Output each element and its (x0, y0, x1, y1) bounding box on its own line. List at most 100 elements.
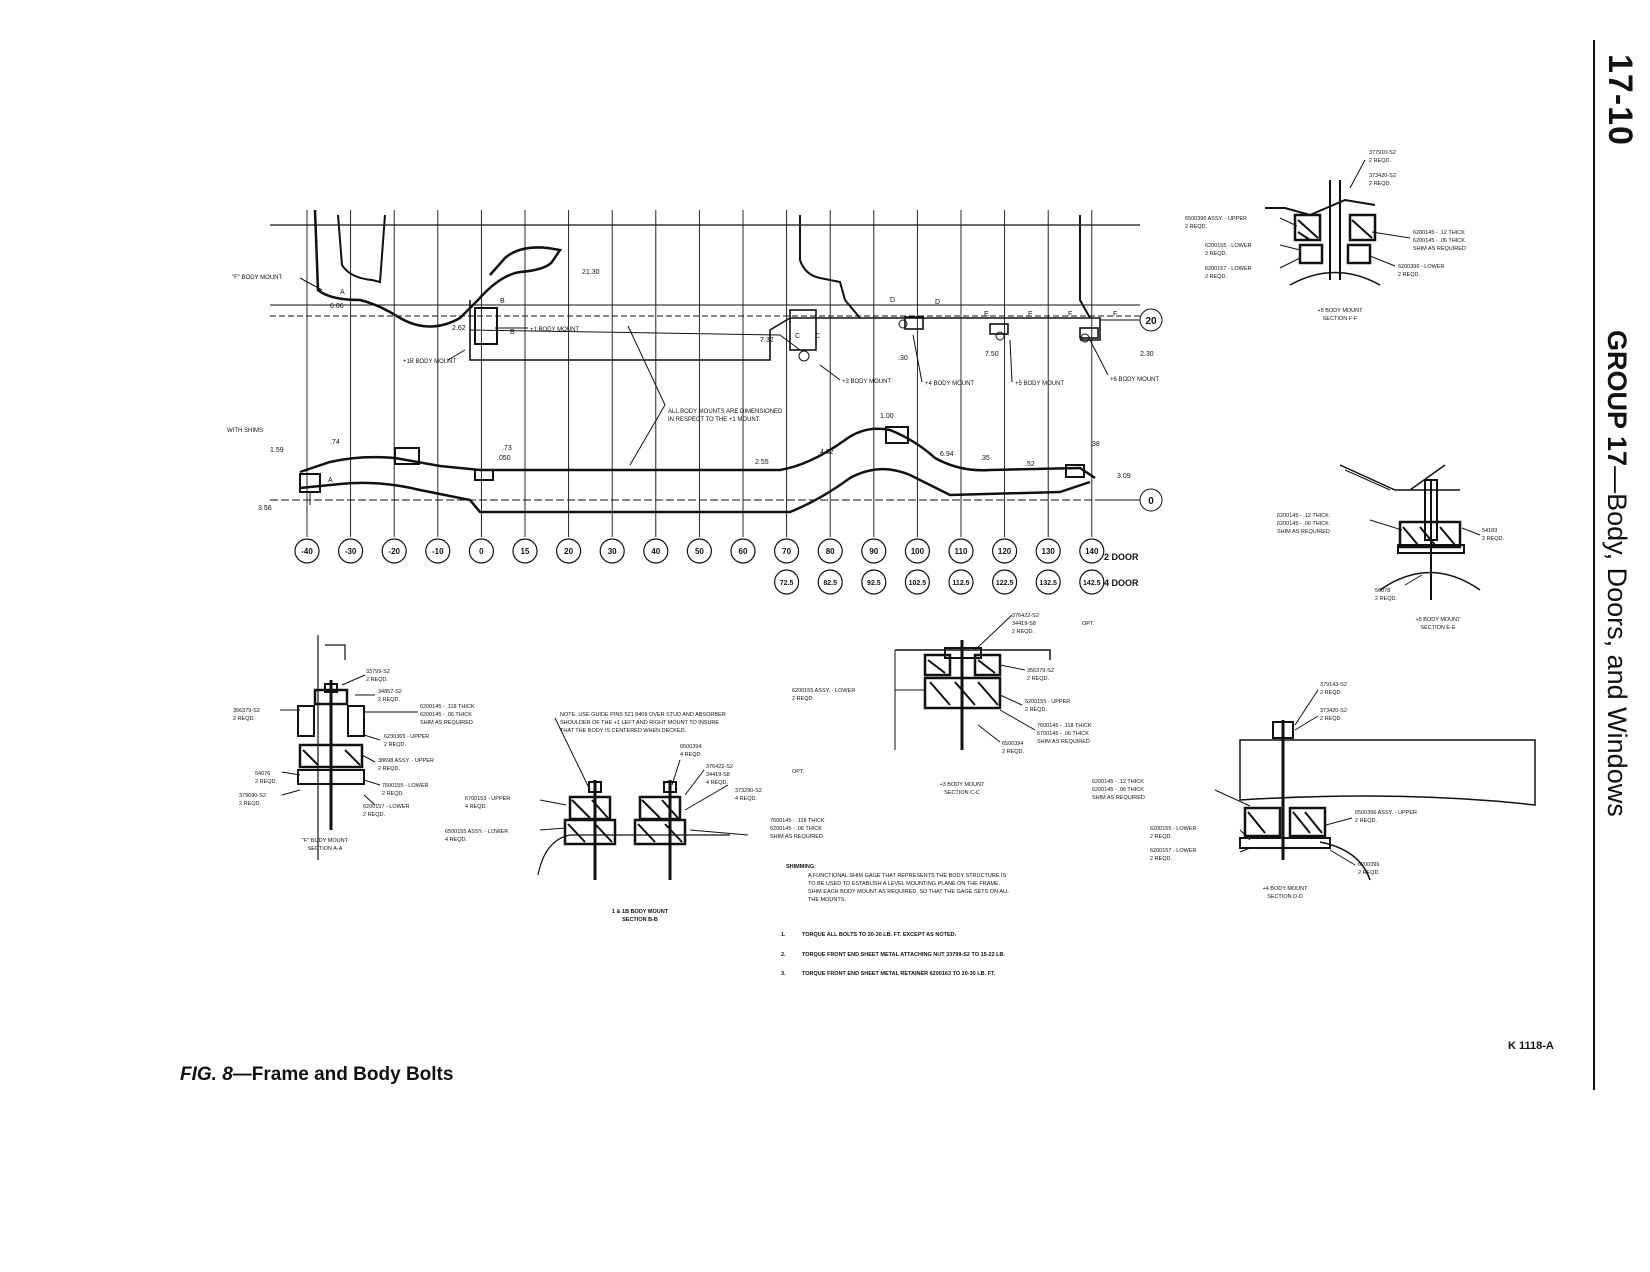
group-title: GROUP 17—Body, Doors, and Windows (1601, 330, 1632, 817)
section-ff-drawing (1265, 159, 1411, 286)
dd-label-8: 2 REQD. (1355, 818, 1377, 824)
ee-label-4: 2 REQD. (1482, 536, 1504, 542)
station-label: 50 (695, 547, 704, 556)
station-circle (730, 538, 756, 564)
group-title-bold: GROUP 17 (1602, 330, 1632, 467)
station-circle (425, 538, 451, 564)
dd-label-3: 2 REQD. (1320, 716, 1342, 722)
cc-label-6: 6200155 ASSY. - LOWER (792, 688, 855, 694)
aa-label-18: 2 REQD. (382, 791, 404, 797)
callout-mount-3: +3 BODY MOUNT (842, 379, 891, 385)
cc-label-10: 7600145 - .118 THICK (1037, 723, 1092, 729)
torque-text-3: TORQUE FRONT END SHEET METAL RETAINER 62… (802, 971, 996, 977)
station-circle (599, 538, 625, 564)
dim-1-59: 1.59 (270, 447, 284, 454)
bb-label-9: 4 REQD. (465, 804, 487, 810)
dd-label-0: 379143-S2 (1320, 682, 1347, 688)
dim-2-55: 2.55 (755, 459, 769, 466)
ff-label-14: 2 REQD. (1398, 272, 1420, 278)
aa-label-1: 2 REQD. (366, 677, 388, 683)
ff-label-5: 2 REQD. (1185, 224, 1207, 230)
station-circle (512, 538, 538, 564)
station-label: -30 (345, 547, 357, 556)
ee-subtitle: SECTION E-E (1420, 625, 1455, 631)
shimming-line-1: A FUNCTIONAL SHIM GAGE THAT REPRESENTS T… (808, 873, 1007, 879)
section-letter-c2: C (815, 333, 820, 340)
frame-side-view (270, 426, 1163, 514)
section-letters: A A B B C C D D E E F F (328, 289, 1117, 484)
station-label-4door: 72.5 (780, 580, 794, 587)
cc-label-5: 2 REQD. (1027, 676, 1049, 682)
dim-2-62: 2.62 (452, 325, 466, 332)
aa-label-6: 6200145 - .118 THICK (420, 704, 475, 710)
ee-label-5: 56078 (1375, 588, 1390, 594)
station-label: 70 (782, 547, 791, 556)
shimming-line-2: TO BE USED TO ESTABLISH A LEVEL MOUNTING… (808, 881, 1001, 887)
station-label: 130 (1042, 547, 1056, 556)
callout-dim-note-2: IN RESPECT TO THE +1 MOUNT. (668, 417, 761, 423)
cc-label-9: 2 REQD. (1025, 707, 1047, 713)
label-2door: 2 DOOR (1104, 552, 1139, 562)
cc-label-1: 34419-S8 (1012, 621, 1036, 627)
section-ee-drawing (1339, 464, 1481, 600)
margin-rule (1593, 40, 1595, 1090)
shimming-line-3: SHIM EACH BODY MOUNT AS REQUIRED, SO THA… (808, 889, 1009, 895)
ff-label-9: 2 REQD. (1205, 274, 1227, 280)
station-circle-4door (904, 569, 931, 595)
ff-title: +5 BODY MOUNT (1318, 308, 1364, 314)
frame-top-view (270, 209, 1163, 466)
dd-label-5: 6200145 - .06 THICK (1092, 787, 1144, 793)
aa-label-11: 38698 ASSY. - UPPER (378, 758, 434, 764)
section-aa-labels: 33799-S2 2 REQD. 34857-S2 2 REQD. 356379… (233, 669, 475, 852)
bb-label-1: 4 REQD. (680, 752, 702, 758)
torque-text-1: TORQUE ALL BOLTS TO 20-30 LB. FT. EXCEPT… (802, 932, 957, 938)
ff-label-12: SHIM AS REQUIRED (1413, 246, 1466, 252)
aa-subtitle: SECTION A-A (308, 846, 343, 852)
aa-label-16: 2 REQD. (239, 801, 261, 807)
station-label: -10 (432, 547, 444, 556)
station-circle-4door (817, 569, 843, 595)
station-circle (904, 538, 931, 564)
station-label-4door: 112.5 (952, 580, 969, 587)
station-circle (773, 538, 800, 564)
bb-note-3: THAT THE BODY IS CENTERED WHEN DECKED. (560, 728, 687, 734)
bb-label-14: SHIM AS REQUIRED (770, 834, 823, 840)
dd-label-6: SHIM AS REQUIRED (1092, 795, 1145, 801)
station-label: 80 (826, 547, 835, 556)
dim-050: .050 (497, 455, 511, 462)
dim-74: .74 (330, 439, 340, 446)
section-bb-labels: NOTE: USE GUIDE PINS 521 8409 OVER STUD … (445, 712, 825, 923)
torque-text-2: TORQUE FRONT END SHEET METAL ATTACHING N… (802, 952, 1005, 958)
station-circle (555, 538, 582, 564)
station-circle (991, 538, 1018, 564)
station-label-4door: 82.5 (823, 580, 837, 587)
dim-7-50: 7.50 (985, 351, 999, 358)
ff-label-10: 6200145 - .12 THICK (1413, 230, 1465, 236)
dd-label-7: 6500396 ASSY. - UPPER (1355, 810, 1417, 816)
cc-label-13: 6500394 (1002, 741, 1023, 747)
shimming-heading: SHIMMING: (786, 864, 816, 870)
station-circle-4door (948, 569, 974, 595)
figure-title: —Frame and Body Bolts (232, 1064, 454, 1085)
bb-label-4: OPT. (792, 769, 805, 775)
cc-label-4: 356379-S2 (1027, 668, 1054, 674)
callout-mount-1: +1 BODY MOUNT (530, 327, 579, 333)
shimming-note: SHIMMING: A FUNCTIONAL SHIM GAGE THAT RE… (786, 864, 1009, 903)
ff-label-13: 6200396 - LOWER (1398, 264, 1444, 270)
bb-subtitle: SECTION B-B (622, 917, 658, 923)
aa-label-2: 34857-S2 (378, 689, 402, 695)
station-circle-4door (773, 569, 800, 595)
station-label-4door: 92.5 (867, 580, 881, 587)
ee-title: +5 BODY MOUNT (1416, 617, 1462, 623)
station-label: 15 (521, 547, 530, 556)
dim-7-32: 7.32 (760, 337, 774, 344)
dim-6-06: 6.06 (330, 303, 344, 310)
station-label: 140 (1085, 547, 1099, 556)
ee-label-1: 6200145 - .06 THICK (1277, 521, 1329, 527)
aa-label-8: SHIM AS REQUIRED (420, 720, 473, 726)
station-label-4door: 132.5 (1039, 580, 1057, 587)
cc-label-0: 376422-S2 (1012, 613, 1039, 619)
dim-4-32: 4.32 (820, 449, 834, 456)
callout-mount-4: +4 BODY MOUNT (925, 381, 974, 387)
